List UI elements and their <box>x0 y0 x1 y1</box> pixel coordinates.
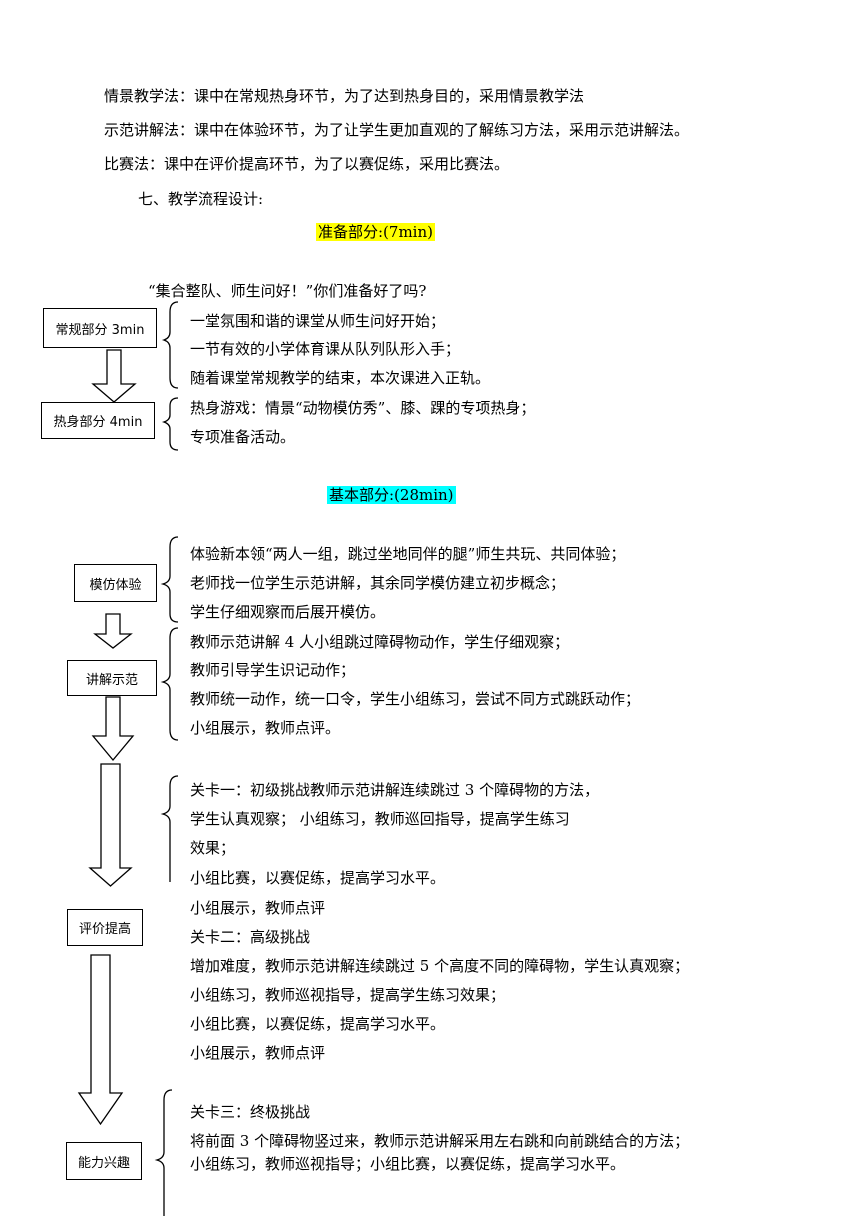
flow-box-ability: 能力兴趣 <box>66 1142 142 1180</box>
flow-line: 关卡一：初级挑战教师示范讲解连续跳过 3 个障碍物的方法， <box>190 781 600 799</box>
method-line: 示范讲解法：课中在体验环节，为了让学生更加直观的了解练习方法，采用示范讲解法。 <box>104 121 690 139</box>
flow-box-routine: 常规部分 3min <box>43 308 157 348</box>
flow-line: 效果； <box>190 839 236 857</box>
flow-line: 小组展示，教师点评。 <box>190 719 341 737</box>
flow-line: 教师引导学生识记动作； <box>190 661 356 679</box>
left-brace-icon <box>161 397 179 451</box>
flow-line: 小组展示，教师点评 <box>190 1044 326 1062</box>
flow-line: 学生认真观察； 小组练习，教师巡回指导，提高学生练习 <box>190 810 570 828</box>
down-arrow-icon <box>77 954 124 1126</box>
method-line: 比赛法：课中在评价提高环节，为了以赛促练，采用比赛法。 <box>104 155 510 173</box>
flow-line: 热身游戏：情景“动物模仿秀”、膝、踝的专项热身； <box>190 399 536 417</box>
left-brace-icon <box>161 301 179 389</box>
flow-line: 老师找一位学生示范讲解，其余同学模仿建立初步概念； <box>190 574 566 592</box>
flow-line: 一堂氛围和谐的课堂从师生问好开始； <box>190 312 446 330</box>
method-line: 情景教学法：课中在常规热身环节，为了达到热身目的，采用情景教学法 <box>104 87 585 105</box>
left-brace-icon <box>154 1089 173 1216</box>
flow-line: 小组练习，教师巡视指导；小组比赛，以赛促练，提高学习水平。 <box>190 1155 626 1173</box>
flow-line: 随着课堂常规教学的结束，本次课进入正轨。 <box>190 369 491 387</box>
flow-line: 教师示范讲解 4 人小组跳过障碍物动作，学生仔细观察； <box>190 633 570 651</box>
down-arrow-icon <box>88 763 133 887</box>
flow-line: 小组比赛，以赛促练，提高学习水平。 <box>190 1015 446 1033</box>
flow-line: 教师统一动作，统一口令，学生小组练习，尝试不同方式跳跃动作； <box>190 690 641 708</box>
flow-line: 专项准备活动。 <box>190 428 296 446</box>
flow-line: 小组展示，教师点评 <box>190 899 326 917</box>
flow-line: 小组练习，教师巡视指导，提高学生练习效果； <box>190 986 506 1004</box>
flow-line: 小组比赛，以赛促练，提高学习水平。 <box>190 869 446 887</box>
flow-box-imitate: 模仿体验 <box>74 564 157 602</box>
basic-heading: 基本部分:(28min) <box>327 486 456 504</box>
flow-line: 体验新本领“两人一组，跳过坐地同伴的腿”师生共玩、共同体验； <box>190 545 626 563</box>
left-brace-icon <box>160 536 179 623</box>
flow-line: 学生仔细观察而后展开模仿。 <box>190 603 386 621</box>
section-title: 七、教学流程设计: <box>138 190 264 208</box>
flow-box-warmup: 热身部分 4min <box>41 402 155 439</box>
flow-line: 将前面 3 个障碍物竖过来，教师示范讲解采用左右跳和向前跳结合的方法； <box>190 1132 690 1150</box>
down-arrow-icon <box>91 349 137 403</box>
flow-box-demonstrate: 讲解示范 <box>67 660 157 696</box>
prep-heading: 准备部分:(7min) <box>316 223 435 241</box>
left-brace-icon <box>160 775 179 882</box>
left-brace-icon <box>160 627 179 741</box>
prep-intro: “集合整队、师生问好！”你们准备好了吗? <box>148 282 427 300</box>
flow-line: 关卡二：高级挑战 <box>190 928 311 946</box>
down-arrow-icon <box>91 696 135 762</box>
flow-line: 增加难度，教师示范讲解连续跳过 5 个高度不同的障碍物，学生认真观察； <box>190 957 690 975</box>
flow-line: 关卡三：终极挑战 <box>190 1103 311 1121</box>
down-arrow-icon <box>93 613 133 649</box>
flow-box-evaluate: 评价提高 <box>67 909 143 946</box>
flow-line: 一节有效的小学体育课从队列队形入手； <box>190 340 461 358</box>
